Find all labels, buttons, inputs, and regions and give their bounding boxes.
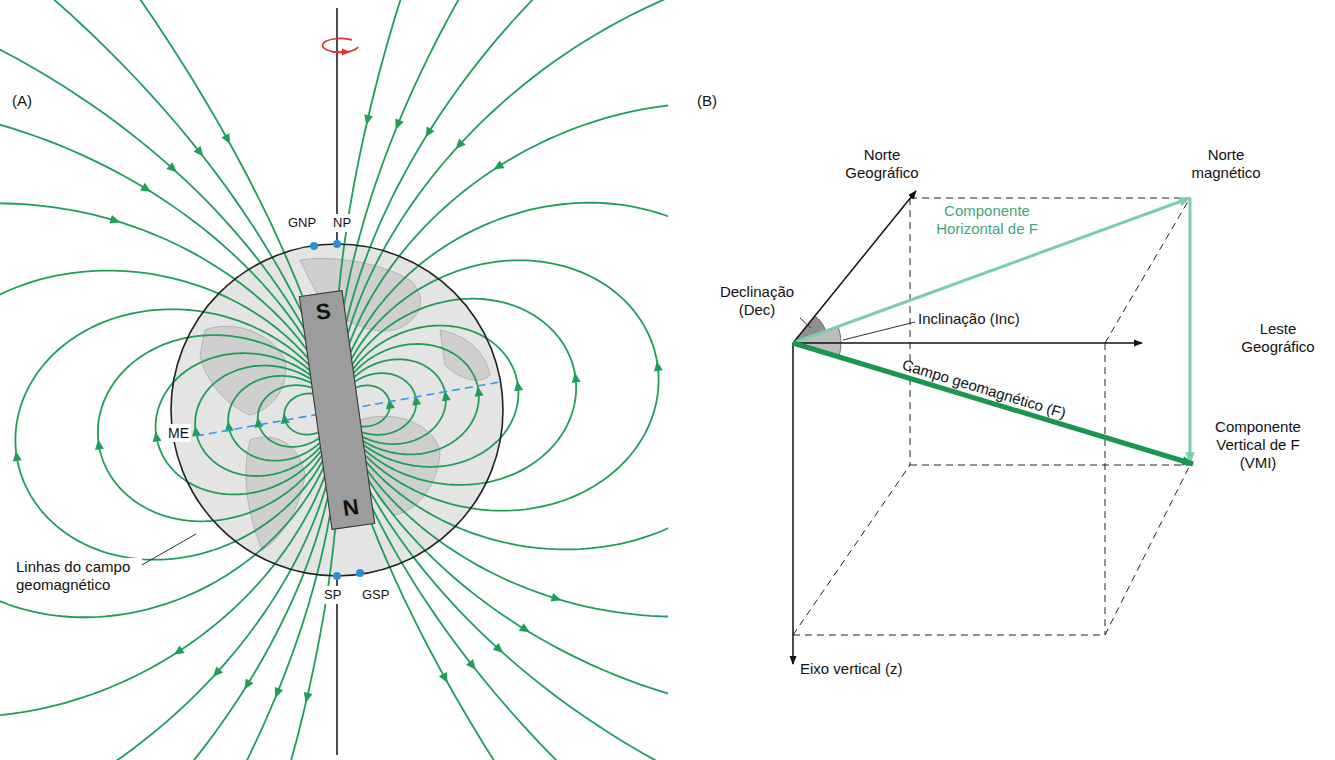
field-arrow bbox=[166, 162, 179, 175]
east-axis bbox=[793, 342, 1142, 344]
axis-label: Norte Geográfico bbox=[836, 146, 928, 182]
field-arrow bbox=[171, 645, 184, 658]
box-edges bbox=[793, 198, 1190, 635]
rotation-axis bbox=[336, 8, 338, 246]
field-arrow bbox=[240, 679, 253, 692]
field-arrow bbox=[519, 623, 532, 636]
field-arrow bbox=[271, 687, 283, 700]
field-arrow bbox=[140, 183, 153, 196]
field-arrow bbox=[473, 386, 483, 397]
field-line bbox=[0, 0, 339, 760]
field-arrow bbox=[362, 114, 373, 126]
field-arrow bbox=[491, 160, 504, 173]
pole-label: SP bbox=[322, 586, 343, 604]
field-line bbox=[337, 0, 668, 720]
field-arrow bbox=[551, 593, 563, 605]
field-lines bbox=[0, 0, 668, 760]
field-arrow bbox=[439, 672, 452, 685]
pole-dot bbox=[310, 242, 318, 250]
pole-letter: S bbox=[314, 299, 332, 325]
axis-label: Eixo vertical (z) bbox=[800, 660, 903, 678]
equator-label: ME bbox=[166, 424, 191, 442]
field-line bbox=[0, 0, 338, 760]
field-line bbox=[0, 100, 337, 760]
panel-letter: (A) bbox=[12, 92, 32, 110]
field-line bbox=[337, 103, 668, 617]
field-arrow bbox=[109, 215, 121, 227]
field-arrow bbox=[653, 360, 663, 371]
field-arrow bbox=[193, 146, 206, 159]
field-line bbox=[98, 335, 337, 521]
field-arrow bbox=[493, 643, 506, 656]
pole-label: NP bbox=[331, 214, 353, 232]
pole-dot bbox=[333, 572, 341, 580]
pole-dot bbox=[356, 569, 364, 577]
field-arrow bbox=[466, 659, 479, 672]
field-arrow bbox=[279, 413, 289, 424]
vector-label: Campo geomagnético (F) bbox=[900, 356, 1068, 423]
field-line bbox=[335, 0, 668, 760]
horizontal-component bbox=[793, 198, 1190, 343]
field-arrow bbox=[570, 372, 580, 383]
field-arrow bbox=[422, 127, 435, 140]
field-line bbox=[0, 271, 337, 618]
axis-label: Leste Geográfico bbox=[1230, 320, 1326, 356]
field-arrow bbox=[210, 666, 223, 679]
panel-letter: (B) bbox=[697, 92, 717, 110]
field-arrow bbox=[221, 133, 234, 146]
leader-line bbox=[140, 534, 196, 566]
callout-label: Linhas do campo geomagnético bbox=[14, 558, 142, 594]
field-arrow bbox=[151, 431, 161, 442]
field-arrow bbox=[385, 398, 395, 409]
angle-label: Declinação (Dec) bbox=[712, 283, 802, 319]
axis-label: Norte magnético bbox=[1178, 146, 1274, 182]
pole-dot bbox=[333, 240, 341, 248]
bar-magnet: SN bbox=[299, 290, 375, 530]
field-line bbox=[337, 299, 576, 485]
field-line bbox=[0, 203, 337, 717]
field-line bbox=[336, 0, 668, 760]
field-arrow bbox=[94, 439, 104, 450]
globe-outline bbox=[171, 244, 503, 576]
pole-label: GNP bbox=[286, 214, 318, 232]
leader-line bbox=[843, 322, 915, 340]
vertical-component bbox=[1189, 198, 1192, 463]
field-arrow bbox=[392, 119, 404, 132]
pole-label: GSP bbox=[360, 586, 391, 604]
rotation-arrow bbox=[332, 51, 346, 53]
field-arrow bbox=[301, 692, 312, 704]
component-label: Componente Horizontal de F bbox=[928, 202, 1046, 238]
pole-letter: N bbox=[341, 495, 360, 521]
component-label: Componente Vertical de F (VMI) bbox=[1204, 418, 1312, 472]
vertical-axis bbox=[792, 343, 794, 664]
field-arrow bbox=[11, 450, 21, 461]
field-arrow bbox=[452, 139, 465, 152]
field-arrow bbox=[513, 380, 523, 391]
field-line bbox=[337, 203, 668, 550]
field-line bbox=[336, 0, 668, 760]
rotation-arrow bbox=[322, 38, 358, 52]
field-vector bbox=[793, 343, 1193, 464]
leader-line bbox=[800, 318, 811, 328]
angle-label: Inclinação (Inc) bbox=[918, 310, 1020, 328]
